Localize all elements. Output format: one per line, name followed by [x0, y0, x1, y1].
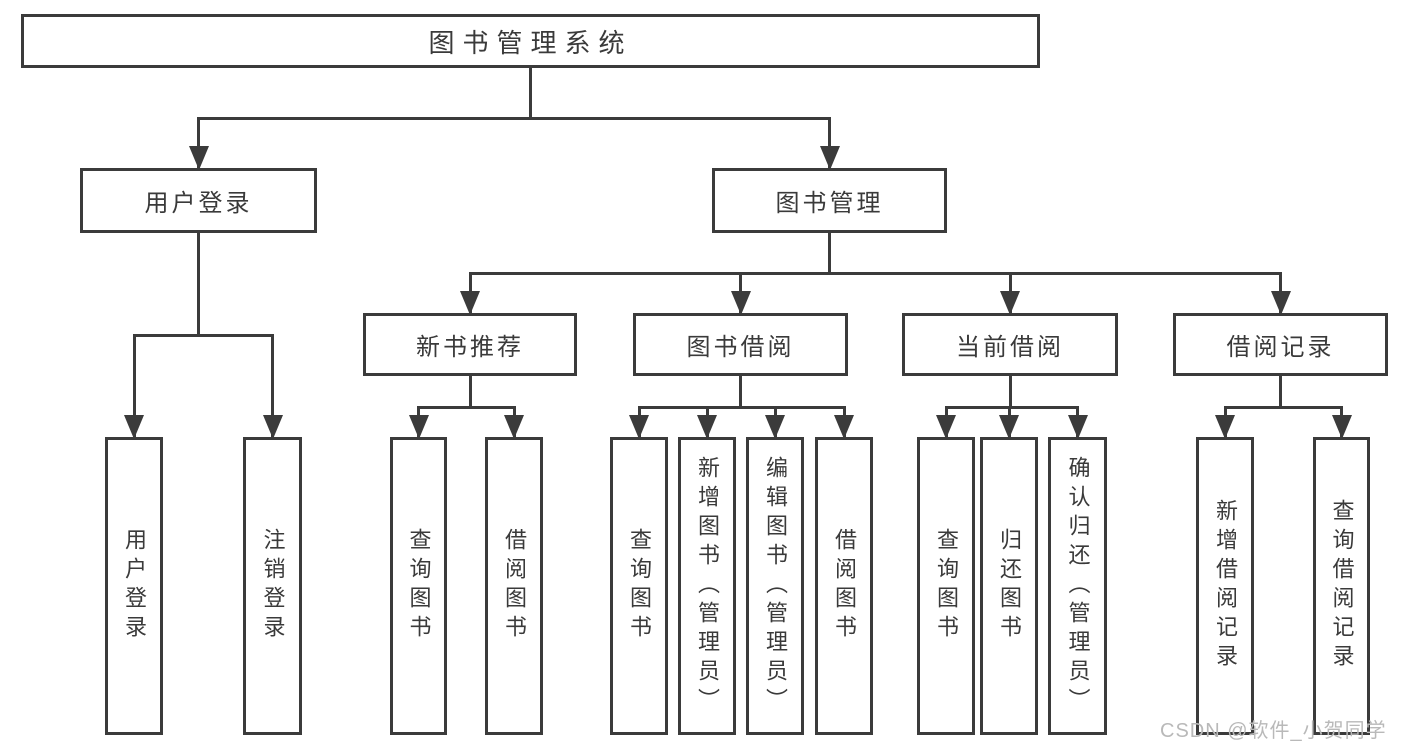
connector-vline: [468, 376, 472, 407]
node-label-borrow: 图书借阅: [686, 334, 795, 361]
node-label-login-user: 用户登录: [122, 528, 147, 644]
arrow-down-icon: [1331, 415, 1352, 439]
arrow-down-icon: [730, 291, 751, 315]
node-label-root: 图书管理系统: [428, 27, 633, 58]
node-label-rec-borrow: 借阅图书: [502, 528, 527, 644]
arrow-down-icon: [504, 415, 524, 439]
arrow-down-icon: [188, 146, 209, 170]
node-rec-borrow: 借阅图书: [485, 437, 543, 735]
connector-vline: [271, 335, 274, 437]
node-cur-confirm: 确认归还（管理员）: [1048, 437, 1107, 735]
arrow-down-icon: [1215, 415, 1235, 439]
node-borrow-query: 查询图书: [610, 437, 668, 735]
arrow-down-icon: [834, 415, 854, 439]
connector-hline: [944, 405, 1079, 409]
node-borrow: 图书借阅: [633, 313, 848, 376]
connector-vline: [1279, 376, 1282, 407]
node-label-borrow-borrow: 借阅图书: [832, 528, 857, 644]
node-current: 当前借阅: [902, 313, 1118, 376]
connector-hline: [197, 116, 831, 120]
connector-vline: [828, 233, 831, 273]
arrow-down-icon: [697, 415, 717, 439]
node-label-current: 当前借阅: [956, 334, 1064, 361]
arrow-down-icon: [819, 146, 840, 170]
node-rec-query: 查询图书: [390, 437, 447, 735]
node-records: 借阅记录: [1173, 313, 1388, 376]
node-root: 图书管理系统: [21, 14, 1040, 68]
node-cur-return: 归还图书: [980, 437, 1038, 735]
connector-hline: [637, 405, 846, 409]
node-label-mgmt: 图书管理: [775, 190, 884, 217]
arrow-down-icon: [765, 415, 785, 439]
connector-vline: [1008, 376, 1012, 407]
arrow-down-icon: [262, 415, 283, 439]
node-label-rechist-add: 新增借阅记录: [1213, 499, 1238, 673]
node-login: 用户登录: [80, 168, 317, 233]
node-label-cur-confirm: 确认归还（管理员）: [1065, 455, 1091, 717]
node-label-records: 借阅记录: [1226, 334, 1335, 361]
node-label-borrow-add: 新增图书（管理员）: [695, 455, 720, 717]
node-label-rec-query: 查询图书: [406, 528, 432, 644]
node-login-out: 注销登录: [243, 437, 302, 735]
node-login-user: 用户登录: [105, 437, 163, 735]
node-label-borrow-query: 查询图书: [627, 528, 652, 644]
csdn-watermark: CSDN @软件_小贺同学: [1160, 720, 1387, 742]
node-cur-query: 查询图书: [917, 437, 975, 735]
node-label-cur-return: 归还图书: [997, 528, 1022, 644]
arrow-down-icon: [1000, 291, 1020, 315]
node-rec: 新书推荐: [363, 313, 577, 376]
arrow-down-icon: [936, 415, 956, 439]
node-borrow-borrow: 借阅图书: [815, 437, 873, 735]
arrow-down-icon: [629, 415, 649, 439]
connector-hline: [468, 271, 1282, 275]
arrow-down-icon: [1067, 415, 1088, 439]
node-label-borrow-edit: 编辑图书（管理员）: [763, 455, 788, 717]
node-rechist-add: 新增借阅记录: [1196, 437, 1254, 735]
arrow-down-icon: [124, 415, 144, 439]
arrow-down-icon: [408, 415, 429, 439]
node-label-rec: 新书推荐: [416, 334, 524, 361]
node-borrow-add: 新增图书（管理员）: [678, 437, 736, 735]
arrow-down-icon: [1270, 291, 1291, 315]
node-label-login-out: 注销登录: [260, 528, 286, 644]
connector-vline: [197, 233, 200, 335]
node-label-login: 用户登录: [144, 190, 253, 217]
connector-vline: [529, 68, 532, 118]
arrow-down-icon: [460, 291, 480, 315]
connector-vline: [739, 376, 742, 407]
connector-vline: [197, 118, 200, 168]
node-rechist-query: 查询借阅记录: [1313, 437, 1370, 735]
node-label-rechist-query: 查询借阅记录: [1329, 499, 1355, 673]
arrow-down-icon: [999, 415, 1019, 439]
connector-vline: [132, 335, 136, 437]
node-borrow-edit: 编辑图书（管理员）: [746, 437, 804, 735]
connector-hline: [417, 405, 516, 409]
connector-hline: [1223, 405, 1343, 409]
connector-vline: [828, 118, 831, 168]
node-mgmt: 图书管理: [712, 168, 947, 233]
connector-hline: [132, 333, 274, 337]
node-label-cur-query: 查询图书: [934, 528, 959, 644]
